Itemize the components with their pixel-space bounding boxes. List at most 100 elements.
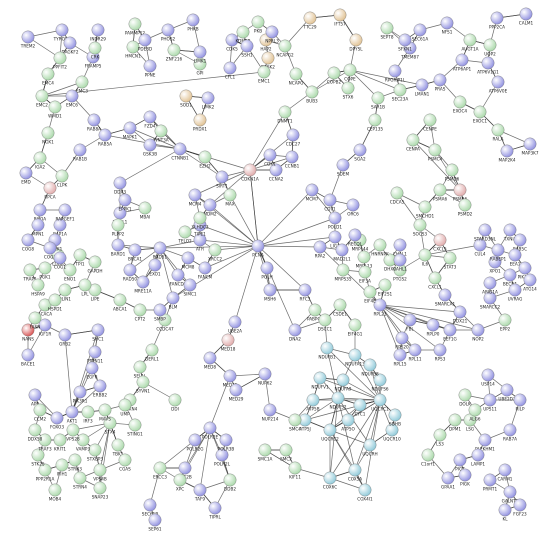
node-circle[interactable]	[313, 240, 327, 254]
network-node[interactable]: BECN1	[503, 268, 518, 287]
node-circle[interactable]	[243, 163, 257, 177]
node-circle[interactable]	[473, 105, 487, 119]
node-circle[interactable]	[421, 448, 435, 462]
node-circle[interactable]	[221, 333, 235, 347]
node-circle[interactable]	[73, 471, 87, 485]
network-node[interactable]: EXOC4	[453, 95, 467, 114]
node-circle[interactable]	[133, 303, 147, 317]
network-node[interactable]: BUB3	[305, 85, 319, 104]
node-circle[interactable]	[19, 166, 33, 180]
node-circle[interactable]	[48, 293, 62, 307]
node-circle[interactable]	[128, 243, 142, 257]
node-circle[interactable]	[153, 241, 167, 255]
network-node[interactable]: MAP2K4	[498, 144, 516, 163]
node-circle[interactable]	[263, 148, 277, 162]
node-circle[interactable]	[523, 137, 537, 151]
network-node[interactable]: WNT3A	[153, 124, 169, 143]
node-circle[interactable]	[65, 405, 79, 419]
node-circle[interactable]	[433, 233, 447, 247]
network-node[interactable]: CTNNB1	[171, 142, 189, 161]
network-node[interactable]: RPCA	[43, 181, 57, 200]
node-circle[interactable]	[349, 33, 363, 47]
node-circle[interactable]	[395, 331, 409, 345]
node-circle[interactable]	[261, 51, 275, 65]
node-circle[interactable]	[33, 403, 47, 417]
network-node[interactable]: PSMA6	[433, 183, 448, 202]
network-node[interactable]: NDUFB8	[361, 358, 379, 377]
node-circle[interactable]	[88, 41, 102, 55]
network-node[interactable]: POLR3B	[218, 433, 235, 452]
node-circle[interactable]	[265, 25, 279, 39]
node-circle[interactable]	[373, 393, 387, 407]
node-circle[interactable]	[348, 463, 362, 477]
network-node[interactable]: EMC1	[257, 65, 271, 84]
node-circle[interactable]	[215, 170, 229, 184]
network-node[interactable]: STXBP3	[87, 443, 103, 462]
node-circle[interactable]	[55, 23, 69, 37]
node-circle[interactable]	[418, 200, 432, 214]
node-circle[interactable]	[483, 291, 497, 305]
network-node[interactable]: IGA2	[33, 151, 47, 170]
node-circle[interactable]	[43, 241, 57, 255]
network-node[interactable]: TXNIP	[503, 223, 517, 242]
node-circle[interactable]	[88, 345, 102, 359]
node-circle[interactable]	[408, 343, 422, 357]
node-circle[interactable]	[358, 483, 372, 497]
network-node[interactable]: POLD1	[328, 211, 342, 230]
network-node[interactable]: CCNA2	[269, 163, 284, 182]
network-node[interactable]: CARM1	[498, 463, 513, 482]
network-node[interactable]: RPS20	[395, 331, 409, 350]
network-node[interactable]: SEC61B	[142, 498, 159, 517]
node-circle[interactable]	[78, 278, 92, 292]
network-node[interactable]: RAB5C	[513, 233, 527, 252]
node-circle[interactable]	[81, 405, 95, 419]
node-circle[interactable]	[28, 388, 42, 402]
node-circle[interactable]	[193, 113, 207, 127]
network-node[interactable]: AKT1	[65, 405, 79, 424]
network-node[interactable]: RAB1B	[73, 143, 87, 162]
node-circle[interactable]	[463, 33, 477, 47]
network-node[interactable]: MCM4	[189, 188, 202, 207]
node-circle[interactable]	[357, 250, 371, 264]
node-circle[interactable]	[50, 411, 64, 425]
node-circle[interactable]	[88, 443, 102, 457]
network-node[interactable]: GALNT3	[502, 485, 519, 504]
network-node[interactable]: APP	[28, 388, 42, 407]
network-node[interactable]: NUP62	[258, 367, 272, 386]
network-node[interactable]: NDUFS6	[371, 373, 389, 392]
network-node[interactable]: ENO1	[63, 263, 77, 282]
node-circle[interactable]	[68, 453, 82, 467]
node-circle[interactable]	[483, 276, 497, 290]
network-node[interactable]: BACE1	[21, 348, 35, 367]
node-circle[interactable]	[208, 243, 222, 257]
network-node[interactable]: MAP3K7	[521, 137, 539, 156]
node-circle[interactable]	[38, 261, 52, 275]
node-circle[interactable]	[478, 223, 492, 237]
node-circle[interactable]	[513, 233, 527, 247]
network-node[interactable]: NCAPG	[289, 67, 304, 86]
node-circle[interactable]	[208, 501, 222, 515]
network-node[interactable]: IFT57	[333, 8, 347, 27]
network-node[interactable]: SMBP	[153, 303, 167, 322]
network-node[interactable]: DDX58	[28, 423, 43, 442]
network-node[interactable]: RAD50	[123, 263, 137, 282]
node-circle[interactable]	[403, 313, 417, 327]
node-circle[interactable]	[483, 473, 497, 487]
network-node[interactable]: MOB4	[48, 483, 62, 502]
network-node[interactable]: TPI1	[73, 248, 87, 267]
network-node[interactable]: SMC2	[279, 443, 293, 462]
network-node[interactable]: USP14	[481, 368, 495, 387]
network-node[interactable]: NANS	[21, 323, 35, 342]
node-circle[interactable]	[203, 351, 217, 365]
network-node[interactable]: RPLP0	[427, 318, 440, 337]
network-node[interactable]: TIPRL	[208, 501, 222, 520]
node-circle[interactable]	[223, 369, 237, 383]
node-circle[interactable]	[413, 23, 427, 37]
network-node[interactable]: GRB2	[58, 328, 72, 347]
network-node[interactable]: TRAF3	[37, 433, 52, 452]
network-node[interactable]: PLPP2	[111, 218, 125, 237]
network-node[interactable]: COPB2	[327, 66, 342, 85]
node-circle[interactable]	[336, 158, 350, 172]
network-node[interactable]: CGAS	[118, 453, 132, 472]
network-node[interactable]: UQCRC1	[371, 393, 389, 412]
